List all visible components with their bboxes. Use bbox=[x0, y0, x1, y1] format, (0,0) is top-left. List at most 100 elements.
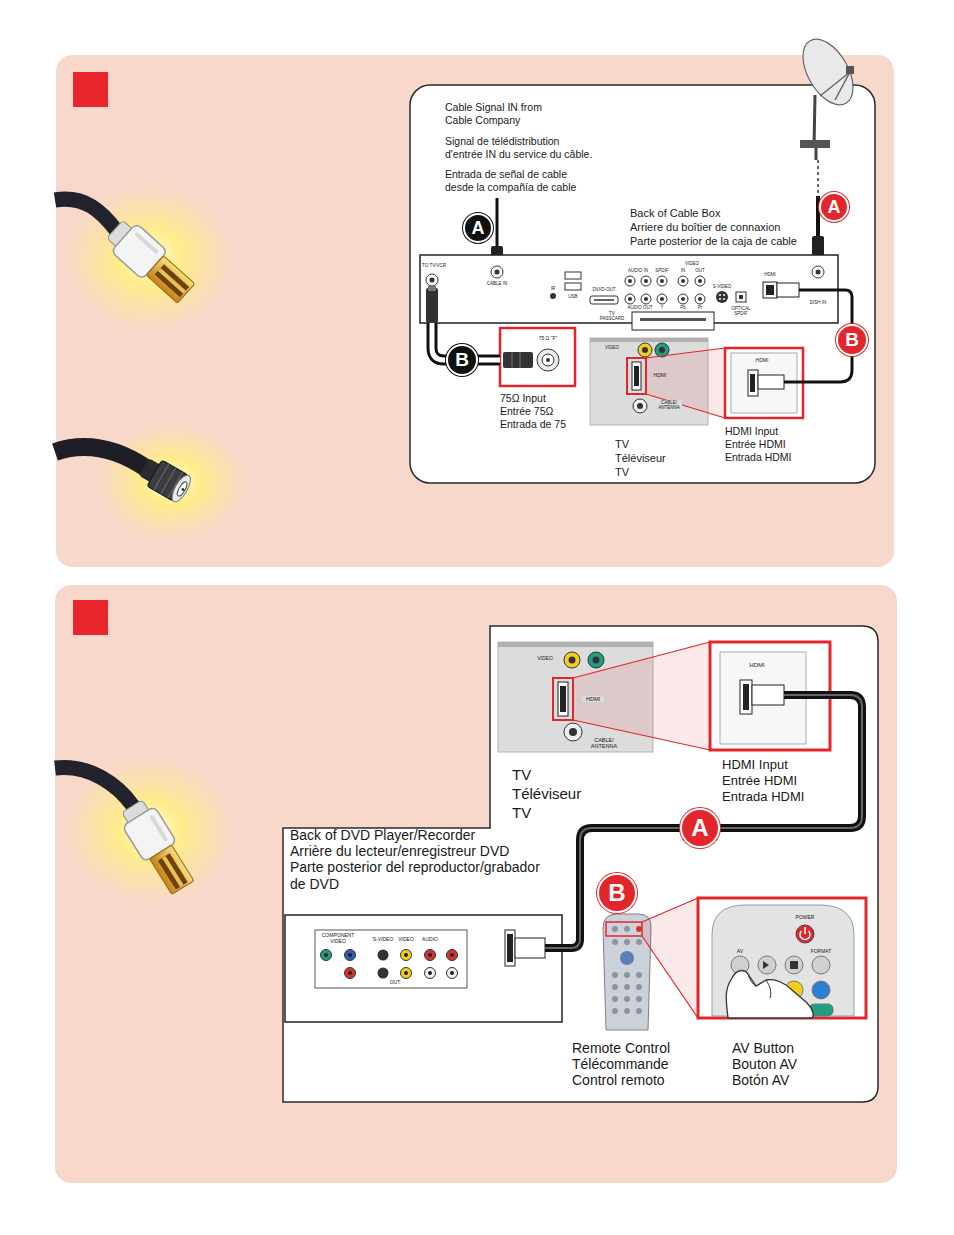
port-label: Y bbox=[658, 305, 666, 310]
hdmi-inset bbox=[748, 370, 758, 396]
coax-plug-illustration bbox=[55, 447, 146, 468]
heading-text: Entrada de 75 bbox=[500, 418, 566, 431]
dvd-back bbox=[348, 971, 352, 975]
heading-text: HDMI Input bbox=[725, 425, 778, 438]
hdmi-inset bbox=[752, 685, 784, 705]
dvd-back bbox=[404, 971, 408, 975]
callout-letter: B bbox=[597, 873, 637, 913]
remote-control bbox=[612, 939, 618, 945]
satellite-dish bbox=[846, 66, 854, 74]
cable-box-back bbox=[420, 255, 838, 330]
satellite-dish bbox=[812, 236, 824, 256]
dvd-back bbox=[378, 968, 389, 979]
port-label: SPDIF bbox=[653, 268, 671, 273]
hdmi-inset bbox=[725, 348, 803, 418]
dvd-back bbox=[428, 971, 432, 975]
remote-control bbox=[612, 926, 618, 932]
cable-box-back bbox=[739, 295, 743, 299]
cable-box-back bbox=[625, 294, 635, 304]
port-label: TV PASSCARD bbox=[599, 311, 625, 321]
hdmi-plug-illustration bbox=[55, 748, 245, 912]
remote-control bbox=[612, 984, 618, 990]
hdmi-plug-illustration bbox=[55, 768, 133, 806]
coax-plug-illustration bbox=[137, 454, 194, 504]
port-label: HDMI bbox=[752, 358, 772, 364]
cable-box-back bbox=[812, 266, 824, 278]
zoom-callout bbox=[646, 348, 725, 418]
diagram-frame bbox=[283, 85, 878, 1102]
heading-text: Bouton AV bbox=[732, 1056, 797, 1073]
hdmi-inset bbox=[784, 381, 803, 384]
cable-box-back bbox=[632, 312, 714, 330]
cable-box-back bbox=[430, 278, 435, 283]
port-label: OPTICAL SPDIF bbox=[728, 306, 754, 316]
hdmi-inset: HDMIHDMI InputEntrée HDMIEntrada HDMI bbox=[710, 642, 830, 750]
cable-box-back bbox=[657, 276, 667, 286]
port-label: OUT bbox=[693, 268, 707, 273]
remote-control bbox=[620, 951, 634, 965]
dvd-back bbox=[285, 915, 562, 1022]
zoom-callout bbox=[642, 898, 698, 1018]
zoom-callout bbox=[573, 720, 710, 750]
cable-box-back bbox=[641, 276, 651, 286]
tv-back-panel bbox=[553, 678, 573, 720]
cable-box-back bbox=[695, 294, 705, 304]
heading-text: HDMI Input bbox=[722, 757, 788, 773]
zoom-callout bbox=[642, 898, 698, 1018]
tv-back-panel bbox=[564, 652, 580, 668]
hdmi-plug-illustration bbox=[55, 176, 245, 340]
cable-box-back bbox=[678, 276, 688, 286]
cable-box-back: Back of Cable BoxArriere du boîtier de c… bbox=[420, 255, 838, 323]
remote-control bbox=[636, 996, 642, 1002]
cable-box-back bbox=[766, 285, 774, 295]
dvd-back bbox=[345, 968, 356, 979]
tv-back-panel bbox=[642, 347, 648, 353]
heading-text: Arrière du lecteur/enregistreur DVD bbox=[290, 843, 509, 860]
tv-back-panel bbox=[637, 403, 643, 409]
zoom-callout bbox=[573, 642, 710, 750]
heading-text: TV bbox=[615, 438, 629, 451]
input-inset bbox=[500, 328, 575, 386]
satellite-dish bbox=[800, 140, 830, 148]
remote-inset bbox=[748, 974, 756, 986]
heading-text: Entrée 75Ω bbox=[500, 405, 553, 418]
remote-inset bbox=[758, 956, 776, 974]
heading-text: AV Button bbox=[732, 1040, 794, 1057]
heading-text: TV bbox=[512, 766, 531, 784]
port-label: AUDIO OUT bbox=[625, 305, 655, 310]
tv-back-panel bbox=[590, 338, 708, 342]
satellite-dish bbox=[817, 160, 819, 196]
tv-back-panel: VIDEOHDMICABLE/ ANTENNATVTéléviseurTV bbox=[590, 338, 708, 425]
tv-back-panel bbox=[638, 343, 652, 357]
tv-back-panel bbox=[560, 686, 566, 712]
button-label: POWER bbox=[790, 915, 820, 921]
dvd-back bbox=[345, 950, 356, 961]
dvd-back bbox=[447, 950, 458, 961]
tv-back-panel bbox=[558, 682, 568, 716]
cable-box-back bbox=[660, 297, 664, 301]
hdmi-inset bbox=[743, 684, 749, 710]
remote-inset bbox=[812, 956, 830, 974]
cable-box-back bbox=[565, 272, 581, 279]
cable-box-back bbox=[640, 318, 706, 321]
zoom-callout bbox=[646, 394, 725, 418]
zoom-callout bbox=[646, 348, 725, 418]
cable-connector bbox=[562, 695, 862, 948]
cable-box-back bbox=[716, 291, 728, 303]
callout-letter: A bbox=[819, 192, 849, 222]
callout-letter: B bbox=[836, 324, 868, 356]
remote-control bbox=[636, 926, 642, 932]
tv-back-panel bbox=[569, 728, 577, 736]
cable-box-back bbox=[777, 283, 799, 297]
port-label: AUDIO bbox=[419, 937, 441, 943]
cable-box-back bbox=[644, 297, 648, 301]
port-label: 75 Ω "F" bbox=[533, 336, 563, 342]
remote-inset bbox=[790, 961, 798, 969]
remote-control bbox=[624, 996, 630, 1002]
step-panel bbox=[56, 55, 894, 567]
cable-box-back bbox=[660, 279, 664, 283]
caption-text: Télécommande bbox=[572, 1056, 669, 1073]
port-label: CABLE IN bbox=[482, 281, 512, 286]
hdmi-plug-illustration bbox=[55, 176, 245, 340]
